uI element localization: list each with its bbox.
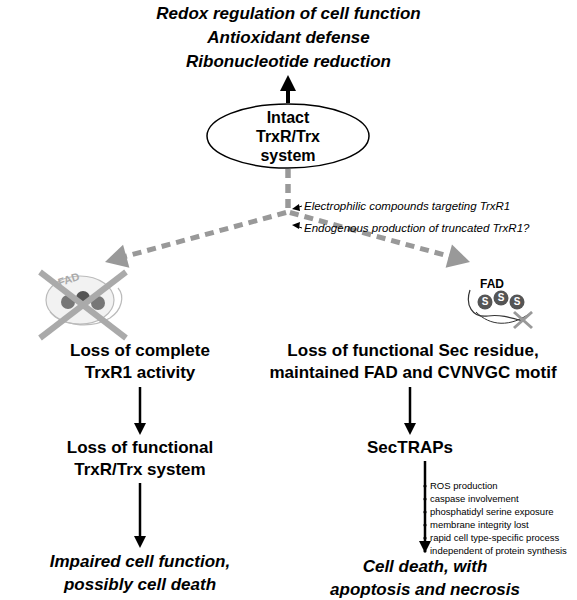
- cofactor-label: FAD: [56, 269, 81, 289]
- enzyme-illustration-inactive: [40, 272, 126, 338]
- node-text: Intact TrxR/Trx system: [242, 108, 334, 165]
- residue-label: S: [494, 291, 508, 305]
- arrow-line: [409, 387, 412, 424]
- arrow-head: [134, 536, 146, 548]
- flow-arrow: [134, 387, 146, 435]
- arrow-line: [286, 90, 290, 103]
- arrow-head: [280, 75, 296, 91]
- bullet-text: caspase involvement: [430, 493, 519, 505]
- note-text: Endogenous production of truncated TrxR1…: [304, 221, 529, 236]
- cross-mark: [514, 312, 532, 328]
- pointer-head: [292, 204, 300, 211]
- arrow-line: [125, 169, 288, 256]
- node-text: Ribonucleotide reduction: [186, 50, 391, 74]
- cross-mark: [40, 272, 126, 338]
- flow-arrow: [419, 461, 431, 553]
- flow-arrow: [105, 169, 288, 268]
- node-text: Cell death, with apoptosis and necrosis: [300, 555, 550, 600]
- bullet-text: membrane integrity lost: [430, 519, 529, 531]
- flow-arrow: [404, 387, 416, 435]
- outcome-box: Cell death, with apoptosis and necrosis: [290, 553, 560, 599]
- residue-label: S: [478, 295, 492, 309]
- note-text: Electrophilic compounds targeting TrxR1: [304, 199, 510, 214]
- chain-line: [468, 290, 526, 322]
- arrow-head: [134, 423, 146, 435]
- flow-arrow: [280, 75, 296, 103]
- flow-arrow: [288, 169, 470, 268]
- cross-mark: [40, 272, 126, 338]
- process-box: SecTRAPs: [330, 435, 490, 461]
- cofactor-label: FAD: [480, 276, 504, 292]
- arrow-head: [105, 245, 129, 268]
- outcome-list: Redox regulation of cell functionAntioxi…: [90, 0, 487, 75]
- cross-mark: [514, 312, 532, 328]
- node-text: Antioxidant defense: [207, 26, 369, 50]
- node-text: Redox regulation of cell function: [156, 2, 420, 26]
- node-text: SecTRAPs: [367, 437, 453, 459]
- bullet-text: rapid cell type-specific process: [430, 532, 559, 544]
- node-text: Loss of functional Sec residue, maintain…: [261, 340, 565, 384]
- bullet-text: phosphatidyl serine exposure: [430, 506, 554, 518]
- arrow-line: [139, 483, 142, 537]
- arrow-head: [446, 245, 470, 268]
- node-text: Impaired cell function, possibly cell de…: [40, 550, 240, 596]
- arrow-line: [424, 461, 427, 542]
- arrow-line: [288, 169, 450, 256]
- arrow-head: [419, 541, 431, 553]
- residue-circle: [478, 295, 493, 310]
- arrow-line: [139, 387, 142, 424]
- bullet-text: independent of protein synthesis: [430, 545, 567, 557]
- node-text: Loss of complete TrxR1 activity: [54, 340, 226, 384]
- arrow-head: [404, 423, 416, 435]
- ellipse-shape: [207, 104, 369, 168]
- pointer-head: [292, 222, 300, 229]
- outcome-box: Impaired cell function, possibly cell de…: [20, 548, 260, 598]
- system-ellipse: Intact TrxR/Trx system: [206, 103, 370, 169]
- process-box: Loss of functional Sec residue, maintain…: [258, 262, 568, 387]
- node-text: Loss of functional TrxR/Trx system: [54, 437, 226, 481]
- enzyme-illustration-sectrap: [468, 290, 532, 328]
- process-box: Loss of complete TrxR1 activity: [20, 262, 260, 387]
- residue-circle: [510, 295, 525, 310]
- bullet-text: ROS production: [430, 480, 498, 492]
- flow-arrow: [134, 483, 146, 548]
- residue-label: S: [510, 295, 524, 309]
- residue-circle: [494, 291, 509, 306]
- process-box: Loss of functional TrxR/Trx system: [20, 435, 260, 483]
